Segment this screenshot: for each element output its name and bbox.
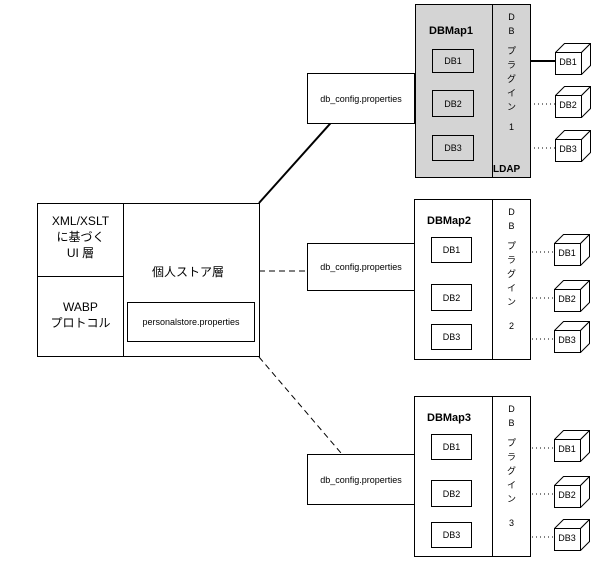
- database-cube-icon: DB2: [555, 86, 591, 118]
- database-cube-icon: DB3: [554, 519, 590, 551]
- plugin2-char: イ: [506, 283, 516, 293]
- dbmap3-db1: DB1: [431, 434, 472, 460]
- plugin2-char: 2: [508, 321, 514, 331]
- wabp-label-1: WABP: [63, 300, 98, 314]
- dbmap2-db2: DB2: [431, 284, 472, 311]
- plugin2-char: D: [508, 207, 515, 217]
- dbmap3-plugin-column: [492, 396, 531, 557]
- personal-store-label: 個人ストア層: [152, 265, 225, 279]
- dbmap3-db2: DB2: [431, 480, 472, 507]
- ui-layer-box: [37, 203, 124, 277]
- dbmap3-plugin-label: D B プ ラ グ イ ン 3: [492, 396, 531, 530]
- dbmap1-title: DBMap1: [429, 25, 474, 37]
- dbmap1-plugin-column: [492, 4, 531, 178]
- plugin1-char: ラ: [506, 60, 516, 70]
- cube-label: DB1: [558, 248, 576, 258]
- plugin2-char: グ: [506, 269, 516, 279]
- dbmap2-title: DBMap2: [427, 215, 472, 227]
- plugin1-char: D: [508, 12, 515, 22]
- database-cube-icon: DB1: [554, 234, 590, 266]
- connector-dashed-to-config3: [258, 356, 342, 454]
- cube-label: DB1: [559, 57, 577, 67]
- plugin3-char: ラ: [506, 452, 516, 462]
- plugin1-char: プ: [506, 46, 516, 56]
- plugin2-char: プ: [506, 241, 516, 251]
- dbmap1-plugin-label: D B プ ラ グ イ ン 1: [492, 4, 531, 134]
- dbmap3-title: DBMap3: [427, 412, 472, 424]
- plugin3-char: ン: [506, 494, 516, 504]
- cube-label: DB1: [558, 444, 576, 454]
- personalstore-properties-box: personalstore.properties: [127, 302, 255, 342]
- cube-label: DB2: [558, 490, 576, 500]
- ldap-label: LDAP: [493, 164, 521, 175]
- db-config-box-3: db_config.properties: [307, 454, 415, 505]
- database-cube-icon: DB3: [555, 130, 591, 162]
- plugin2-char: ラ: [506, 255, 516, 265]
- db-config-box-2: db_config.properties: [307, 243, 415, 291]
- dbmap1-db3: DB3: [432, 135, 474, 161]
- plugin2-char: ン: [506, 297, 516, 307]
- plugin1-char: グ: [506, 74, 516, 84]
- cube-label: DB3: [558, 533, 576, 543]
- cube-label: DB3: [558, 335, 576, 345]
- cube-label: DB2: [559, 100, 577, 110]
- plugin2-char: B: [508, 221, 515, 231]
- plugin3-char: D: [508, 404, 515, 414]
- db-config-box-1: db_config.properties: [307, 73, 415, 124]
- wabp-box: [37, 277, 124, 357]
- wabp-label-2: プロトコル: [50, 316, 111, 330]
- dbmap3-db3: DB3: [431, 522, 472, 548]
- plugin3-char: イ: [506, 480, 516, 490]
- dbmap1-db1: DB1: [432, 49, 474, 73]
- cube-label: DB2: [558, 294, 576, 304]
- cube-label: DB3: [559, 144, 577, 154]
- plugin3-char: B: [508, 418, 515, 428]
- plugin1-char: B: [508, 26, 515, 36]
- database-cube-icon: DB3: [554, 321, 590, 353]
- dbmap2-db1: DB1: [431, 237, 472, 263]
- ui-layer-label-3: UI 層: [66, 246, 95, 260]
- plugin1-char: イ: [506, 88, 516, 98]
- dbmap2-plugin-label: D B プ ラ グ イ ン 2: [492, 199, 531, 333]
- database-cube-icon: DB1: [554, 430, 590, 462]
- connector-solid-to-config1: [258, 115, 338, 204]
- ui-layer-label-1: XML/XSLT: [51, 214, 110, 228]
- dbmap2-plugin-column: [492, 199, 531, 360]
- database-cube-icon: DB2: [554, 280, 590, 312]
- database-cube-icon: DB1: [555, 43, 591, 75]
- plugin3-char: 3: [508, 518, 514, 528]
- database-cube-icon: DB2: [554, 476, 590, 508]
- plugin3-char: グ: [506, 466, 516, 476]
- plugin3-char: プ: [506, 438, 516, 448]
- plugin1-char: 1: [508, 122, 514, 132]
- dbmap2-db3: DB3: [431, 324, 472, 350]
- plugin1-char: ン: [506, 102, 516, 112]
- dbmap1-db2: DB2: [432, 90, 474, 117]
- ui-layer-label-2: に基づく: [56, 230, 105, 244]
